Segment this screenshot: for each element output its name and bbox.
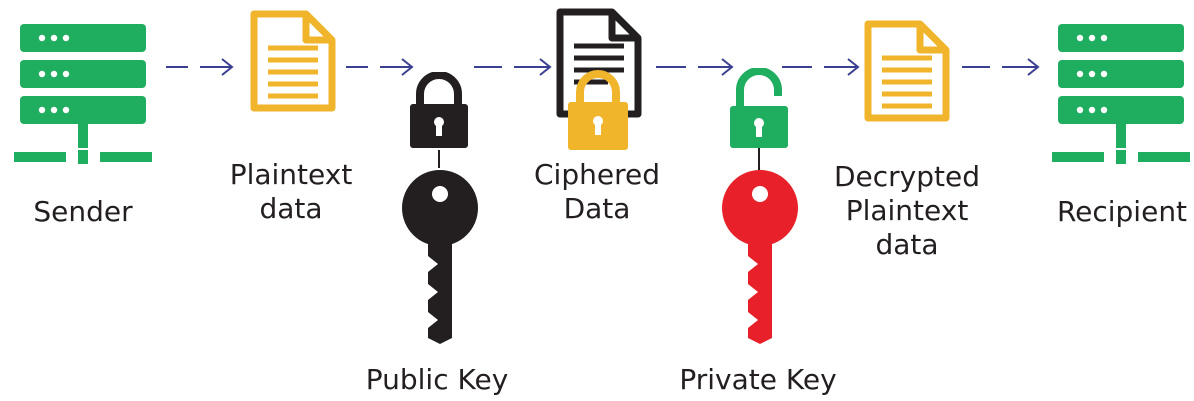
connector-line: [758, 148, 760, 170]
connector-line: [438, 150, 440, 168]
plaintext-label: Plaintext data: [229, 158, 353, 225]
flow-arrow: [166, 57, 236, 77]
flow-arrow: [656, 57, 736, 77]
recipient-server-icon: [1052, 20, 1192, 168]
unlocked-lock-icon: [724, 68, 794, 152]
recipient-label: Recipient: [1056, 195, 1188, 228]
lock-icon: [404, 72, 474, 152]
plaintext-document-icon: [248, 8, 338, 114]
flow-arrow: [782, 57, 862, 77]
public-key-icon: [400, 168, 480, 344]
encrypted-document-icon: [554, 6, 654, 156]
decrypted-document-icon: [862, 18, 952, 124]
private-key-icon: [720, 168, 800, 344]
sender-label: Sender: [33, 195, 133, 228]
flow-arrow: [474, 57, 554, 77]
flow-arrow: [962, 57, 1042, 77]
sender-server-icon: [14, 20, 154, 168]
private-key-label: Private Key: [679, 363, 837, 396]
public-key-label: Public Key: [365, 363, 509, 396]
flow-arrow: [346, 57, 416, 77]
decrypted-label: Decrypted Plaintext data: [833, 160, 980, 261]
ciphered-label: Ciphered Data: [534, 158, 660, 225]
